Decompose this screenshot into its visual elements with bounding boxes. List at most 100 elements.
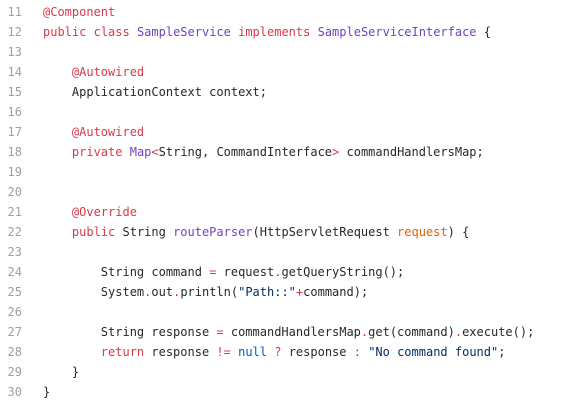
line-number: 16	[7, 105, 22, 119]
code-line[interactable]: 14 @Autowired	[0, 62, 574, 82]
code-token: +	[295, 285, 304, 299]
code-token: Map	[129, 145, 152, 159]
code-token: System	[100, 285, 145, 299]
code-line[interactable]: 21 @Override	[0, 202, 574, 222]
indent	[43, 225, 72, 239]
code-token: println(	[180, 285, 239, 299]
code-token: @Autowired	[71, 65, 145, 79]
indent	[43, 285, 101, 299]
code-text: String response = commandHandlersMap.get…	[22, 322, 574, 342]
code-token: .	[360, 325, 369, 339]
line-number: 17	[7, 125, 22, 139]
code-text: @Override	[22, 202, 574, 222]
code-line[interactable]: 25 System.out.println("Path::"+command);	[0, 282, 574, 302]
code-text: private Map<String, CommandInterface> co…	[22, 142, 574, 162]
code-text: ApplicationContext context;	[22, 82, 574, 102]
indent	[43, 325, 101, 339]
code-token: SampleService	[136, 25, 231, 39]
code-token	[231, 345, 238, 359]
code-line[interactable]: 17 @Autowired	[0, 122, 574, 142]
code-token: String response	[100, 325, 217, 339]
code-text: }	[22, 382, 574, 402]
line-number: 11	[7, 5, 22, 19]
code-token: .	[173, 285, 181, 299]
line-number: 12	[7, 25, 22, 39]
code-token: class	[93, 25, 130, 39]
line-number: 19	[7, 165, 22, 179]
code-token: command);	[303, 285, 369, 299]
indent	[43, 365, 72, 379]
line-number: 20	[7, 185, 22, 199]
code-line[interactable]: 16	[0, 102, 574, 122]
code-text: public class SampleService implements Sa…	[22, 22, 574, 42]
code-token: implements	[238, 25, 311, 39]
code-token: @Autowired	[71, 125, 145, 139]
indent	[43, 265, 101, 279]
code-token: {	[476, 25, 491, 39]
code-token: return	[100, 345, 145, 359]
code-token: ApplicationContext context;	[71, 85, 267, 99]
code-token: public	[71, 225, 116, 239]
code-line[interactable]: 22 public String routeParser(HttpServlet…	[0, 222, 574, 242]
code-line[interactable]: 24 String command = request.getQueryStri…	[0, 262, 574, 282]
code-token: String, CommandInterface	[158, 145, 333, 159]
code-token: response	[144, 345, 217, 359]
code-text	[22, 162, 574, 182]
code-token: (HttpServletRequest	[252, 225, 398, 239]
code-line[interactable]: 15 ApplicationContext context;	[0, 82, 574, 102]
code-line[interactable]: 28 return response != null ? response : …	[0, 342, 574, 362]
code-token	[310, 25, 317, 39]
line-number: 25	[7, 285, 22, 299]
code-token: <	[151, 145, 159, 159]
code-token: ) {	[447, 225, 470, 239]
code-line[interactable]: 30}	[0, 382, 574, 402]
code-line[interactable]: 29 }	[0, 362, 574, 382]
code-token: !=	[216, 345, 231, 359]
code-text: String command = request.getQueryString(…	[22, 262, 574, 282]
code-text	[22, 102, 574, 122]
code-token: request	[397, 225, 448, 239]
code-token: "No command found"	[368, 345, 499, 359]
code-line[interactable]: 13	[0, 42, 574, 62]
code-line[interactable]: 18 private Map<String, CommandInterface>…	[0, 142, 574, 162]
code-text	[22, 242, 574, 262]
code-token: "Path::"	[238, 285, 296, 299]
code-line[interactable]: 23	[0, 242, 574, 262]
line-number: 28	[7, 345, 22, 359]
code-token: getQueryString();	[281, 265, 405, 279]
code-token: execute();	[462, 325, 535, 339]
code-token: .	[454, 325, 463, 339]
code-token: @Override	[71, 205, 137, 219]
code-token: .	[274, 265, 282, 279]
code-line[interactable]: 27 String response = commandHandlersMap.…	[0, 322, 574, 342]
line-number: 24	[7, 265, 22, 279]
code-text: return response != null ? response : "No…	[22, 342, 574, 362]
code-token: get(command)	[368, 325, 455, 339]
indent	[43, 85, 72, 99]
code-line[interactable]: 20	[0, 182, 574, 202]
code-line[interactable]: 26	[0, 302, 574, 322]
code-line[interactable]: 19	[0, 162, 574, 182]
indent	[43, 65, 72, 79]
code-token	[86, 25, 93, 39]
code-token: response	[281, 345, 354, 359]
code-token	[122, 145, 129, 159]
code-token: SampleServiceInterface	[317, 25, 477, 39]
line-number: 23	[7, 245, 22, 259]
code-text	[22, 42, 574, 62]
code-token: >	[332, 145, 340, 159]
code-text: @Component	[22, 2, 574, 22]
line-number: 27	[7, 325, 22, 339]
code-token: }	[71, 365, 80, 379]
line-number: 22	[7, 225, 22, 239]
line-number: 15	[7, 85, 22, 99]
code-line[interactable]: 11@Component	[0, 2, 574, 22]
code-text: public String routeParser(HttpServletReq…	[22, 222, 574, 242]
line-number: 30	[7, 385, 22, 399]
code-text	[22, 302, 574, 322]
code-token: routeParser	[173, 225, 253, 239]
code-token: private	[71, 145, 123, 159]
code-token: .	[144, 285, 152, 299]
